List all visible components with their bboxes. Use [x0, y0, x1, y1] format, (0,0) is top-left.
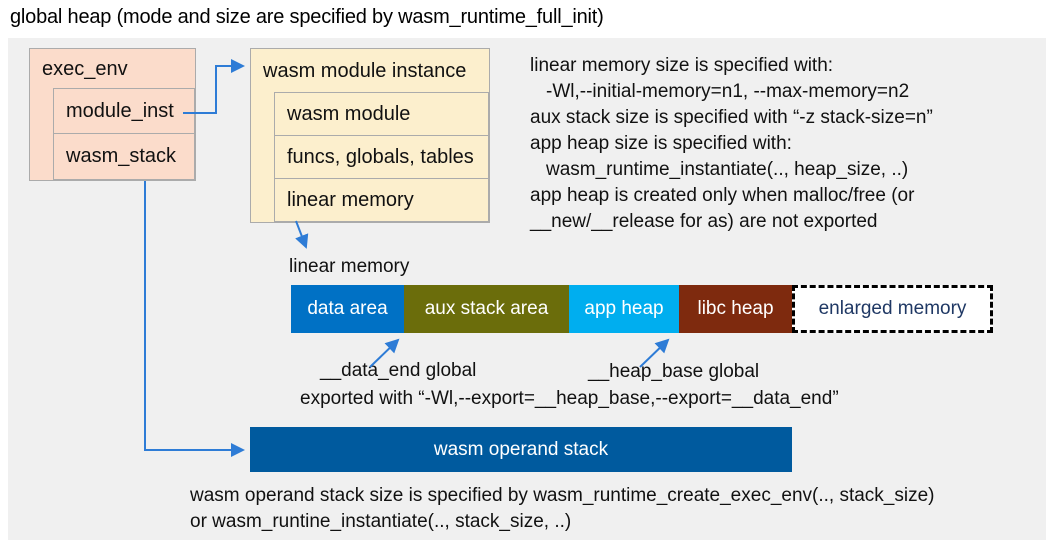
wasm-stack-label: wasm_stack	[66, 145, 177, 167]
note-line: app heap is created only when malloc/fre…	[530, 185, 915, 206]
note-line: aux stack size is specified with “-z sta…	[530, 107, 933, 128]
note-line: __new/__release for as) are not exported	[530, 211, 878, 232]
linear-memory-label: linear memory	[289, 256, 410, 277]
note-line: wasm_runtime_instantiate(.., heap_size, …	[546, 159, 909, 180]
exec-env-label: exec_env	[42, 57, 128, 80]
module-inst-label: module_inst	[66, 99, 174, 122]
exec-env-box: exec_env module_inst wasm_stack	[29, 48, 196, 181]
funcs-globals-tables-label: funcs, globals, tables	[287, 145, 474, 168]
wasm-stack-box: wasm_stack	[53, 133, 195, 180]
exported-note: exported with “-Wl,--export=__heap_base,…	[300, 388, 839, 409]
wasm-module-instance-box: wasm module instance wasm module funcs, …	[250, 48, 490, 223]
linear-memory-row-label: linear memory	[287, 188, 414, 211]
linear-memory-bar: data area aux stack area app heap libc h…	[291, 285, 792, 333]
wasm-module-box: wasm module	[274, 92, 489, 136]
diagram-title: global heap (mode and size are specified…	[10, 6, 604, 28]
linear-memory-row-box: linear memory	[274, 178, 489, 222]
wasm-module-label: wasm module	[287, 102, 411, 125]
note-line: linear memory size is specified with:	[530, 55, 834, 76]
libc-heap-segment: libc heap	[679, 285, 792, 333]
operand-stack-notes: wasm operand stack size is specified by …	[190, 483, 935, 535]
note-line: -Wl,--initial-memory=n1, --max-memory=n2	[546, 81, 910, 102]
app-heap-segment: app heap	[569, 285, 679, 333]
funcs-globals-tables-box: funcs, globals, tables	[274, 135, 489, 179]
module-inst-box: module_inst	[53, 88, 195, 134]
note-line: or wasm_runtine_instantiate(.., stack_si…	[190, 511, 572, 532]
enlarged-memory-box: enlarged memory	[792, 285, 993, 333]
data-end-global-label: __data_end global	[320, 360, 477, 381]
aux-stack-area-segment: aux stack area	[404, 285, 569, 333]
wasm-operand-stack-bar: wasm operand stack	[250, 427, 792, 472]
linear-memory-notes: linear memory size is specified with: -W…	[530, 53, 933, 235]
note-line: wasm operand stack size is specified by …	[190, 485, 935, 506]
heap-base-global-label: __heap_base global	[588, 361, 760, 382]
wasm-module-instance-label: wasm module instance	[263, 59, 467, 82]
data-area-segment: data area	[291, 285, 404, 333]
note-line: app heap size is specified with:	[530, 133, 792, 154]
